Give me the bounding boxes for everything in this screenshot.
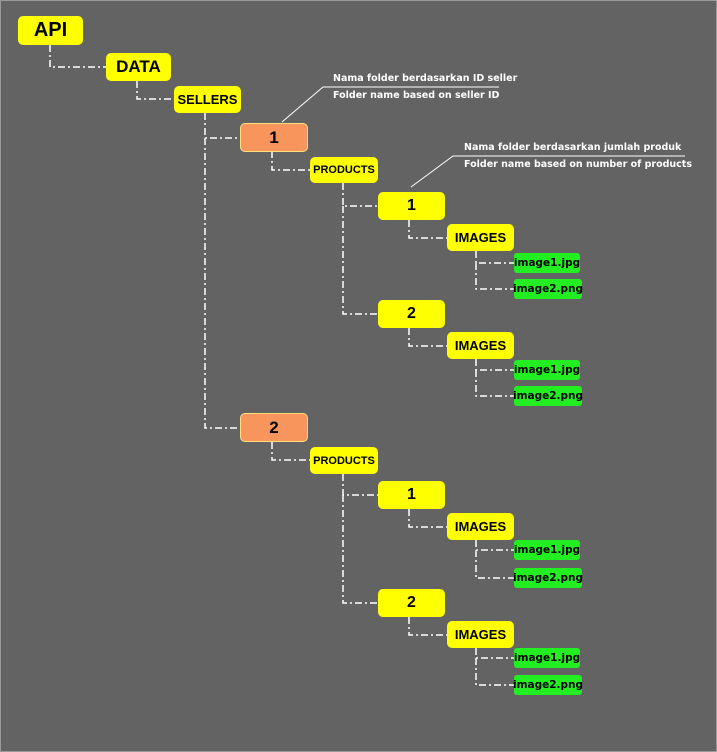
folder-products-seller-1: PRODUCTS bbox=[310, 157, 378, 183]
connector-s2-p1 bbox=[342, 474, 378, 496]
file-image2-s2-p1: image2.png bbox=[513, 568, 583, 588]
connector-data-sellers bbox=[136, 81, 174, 100]
folder-api: API bbox=[18, 16, 83, 45]
connector-s2-products bbox=[271, 442, 310, 461]
file-image2-s2-p2: image2.png bbox=[513, 675, 583, 695]
connector-api-data bbox=[49, 45, 106, 68]
folder-images-s1-p1: IMAGES bbox=[447, 224, 514, 251]
connector-s2-p2 bbox=[342, 495, 378, 604]
connector-s1-p2 bbox=[342, 206, 378, 315]
file-image1-s2-p1: image1.jpg bbox=[514, 540, 580, 560]
folder-product-1-seller-2: 1 bbox=[378, 481, 445, 509]
annotation-product-line2: Folder name based on number of products bbox=[464, 159, 692, 170]
folder-products-seller-2: PRODUCTS bbox=[310, 447, 378, 474]
file-image2-s1-p2: image2.png bbox=[513, 386, 583, 406]
connector-s2-p1-images bbox=[408, 509, 447, 528]
connector-sellers-seller1 bbox=[204, 113, 240, 139]
connector-s1-p2-img2 bbox=[475, 370, 514, 397]
connector-s2-p2-images bbox=[408, 617, 447, 636]
folder-product-2-seller-2: 2 bbox=[378, 589, 445, 617]
connector-s1-products bbox=[271, 151, 310, 171]
file-image1-s2-p2: image1.jpg bbox=[514, 648, 580, 668]
annotation-seller-leader bbox=[281, 86, 499, 123]
connector-s1-p1-images bbox=[408, 220, 447, 239]
connector-s2-p1-img1 bbox=[475, 540, 514, 551]
folder-sellers: SELLERS bbox=[174, 86, 241, 113]
annotation-product-line1: Nama folder berdasarkan jumlah produk bbox=[464, 142, 682, 153]
file-image1-s1-p1: image1.jpg bbox=[514, 253, 580, 273]
connector-s1-p1-img2 bbox=[475, 263, 514, 290]
annotation-product-leader bbox=[410, 155, 685, 188]
file-image2-s1-p1: image2.png bbox=[513, 279, 583, 299]
connector-s2-p2-img2 bbox=[475, 658, 514, 686]
file-image1-s1-p2: image1.jpg bbox=[514, 360, 580, 380]
folder-images-s2-p1: IMAGES bbox=[447, 513, 514, 540]
annotation-seller-line1: Nama folder berdasarkan ID seller bbox=[333, 73, 518, 84]
folder-seller-1: 1 bbox=[240, 123, 308, 152]
folder-images-s1-p2: IMAGES bbox=[447, 332, 514, 359]
folder-images-s2-p2: IMAGES bbox=[447, 621, 514, 648]
folder-product-1-seller-1: 1 bbox=[378, 192, 445, 220]
folder-seller-2: 2 bbox=[240, 413, 308, 442]
connector-s1-p2-images bbox=[408, 328, 447, 347]
connector-s1-p2-img1 bbox=[475, 359, 514, 371]
annotation-seller-line2: Folder name based on seller ID bbox=[333, 90, 500, 101]
connector-s1-p1 bbox=[342, 183, 378, 207]
connector-s2-p1-img2 bbox=[475, 550, 514, 579]
connector-s2-p2-img1 bbox=[475, 648, 514, 659]
folder-data: DATA bbox=[106, 53, 171, 81]
connector-s1-p1-img1 bbox=[475, 251, 514, 264]
folder-product-2-seller-1: 2 bbox=[378, 300, 445, 328]
connector-sellers-seller2 bbox=[204, 138, 240, 429]
